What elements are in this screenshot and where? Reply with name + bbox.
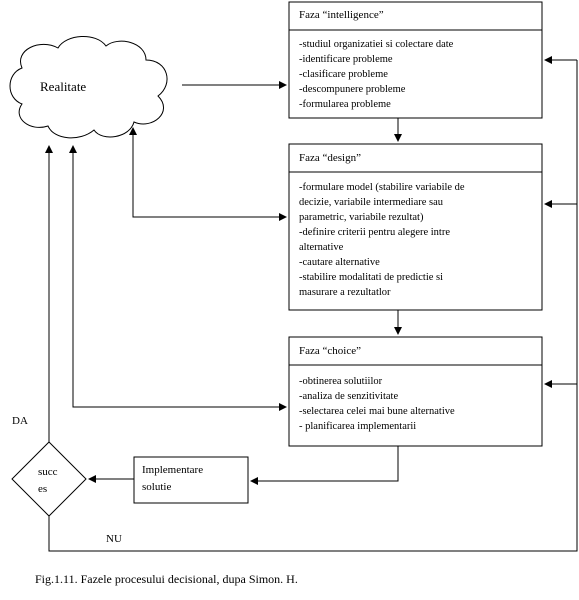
implementare-box: Implementare solutie: [133, 456, 249, 504]
choice-line: -analiza de senzitivitate: [299, 391, 398, 402]
arrow-choice-to-implementare: [250, 446, 399, 485]
design-line: -stabilire modalitati de predictie si: [299, 272, 443, 283]
intelligence-line: -formularea probleme: [299, 99, 391, 110]
arrow-choice-to-realitate: [69, 145, 286, 408]
succes-line: es: [38, 483, 47, 495]
succes-line: succ: [38, 466, 58, 478]
succes-decision: succ es: [11, 441, 87, 517]
design-line: alternative: [299, 242, 344, 253]
choice-line: - planificarea implementarii: [299, 421, 416, 432]
implementare-line: Implementare: [142, 464, 203, 476]
design-line: -cautare alternative: [299, 257, 380, 268]
feedback-nu-line: [48, 60, 578, 552]
design-line: parametric, variabile rezultat): [299, 212, 424, 223]
design-line: masurare a rezultatlor: [299, 287, 391, 298]
intelligence-line: -identificare probleme: [299, 54, 393, 65]
nu-label: NU: [106, 533, 122, 545]
arrow-design-to-realitate: [129, 127, 286, 218]
choice-line: -obtinerea solutiilor: [299, 376, 383, 387]
da-label: DA: [12, 415, 28, 427]
choice-box: Faza “choice” -obtinerea solutiilor -ana…: [288, 336, 543, 447]
intelligence-line: -descompunere probleme: [299, 84, 406, 95]
design-title: Faza “design”: [299, 152, 361, 164]
intelligence-box: Faza “intelligence” -studiul organizatie…: [288, 1, 543, 119]
choice-line: -selectarea celei mai bune alternative: [299, 406, 455, 417]
intelligence-line: -clasificare probleme: [299, 69, 388, 80]
connectors: [45, 56, 578, 552]
implementare-line: solutie: [142, 481, 171, 493]
intelligence-title: Faza “intelligence”: [299, 9, 384, 21]
figure-caption: Fig.1.11. Fazele procesului decisional, …: [35, 572, 298, 586]
realitate-label: Realitate: [40, 79, 86, 94]
intelligence-line: -studiul organizatiei si colectare date: [299, 39, 454, 50]
choice-title: Faza “choice”: [299, 345, 361, 357]
design-line: -formulare model (stabilire variabile de: [299, 182, 465, 193]
realitate-cloud: Realitate: [9, 36, 168, 139]
design-line: decizie, variabile intermediare sau: [299, 197, 444, 208]
design-box: Faza “design” -formulare model (stabilir…: [288, 143, 543, 311]
design-line: -definire criterii pentru alegere intre: [299, 227, 450, 238]
